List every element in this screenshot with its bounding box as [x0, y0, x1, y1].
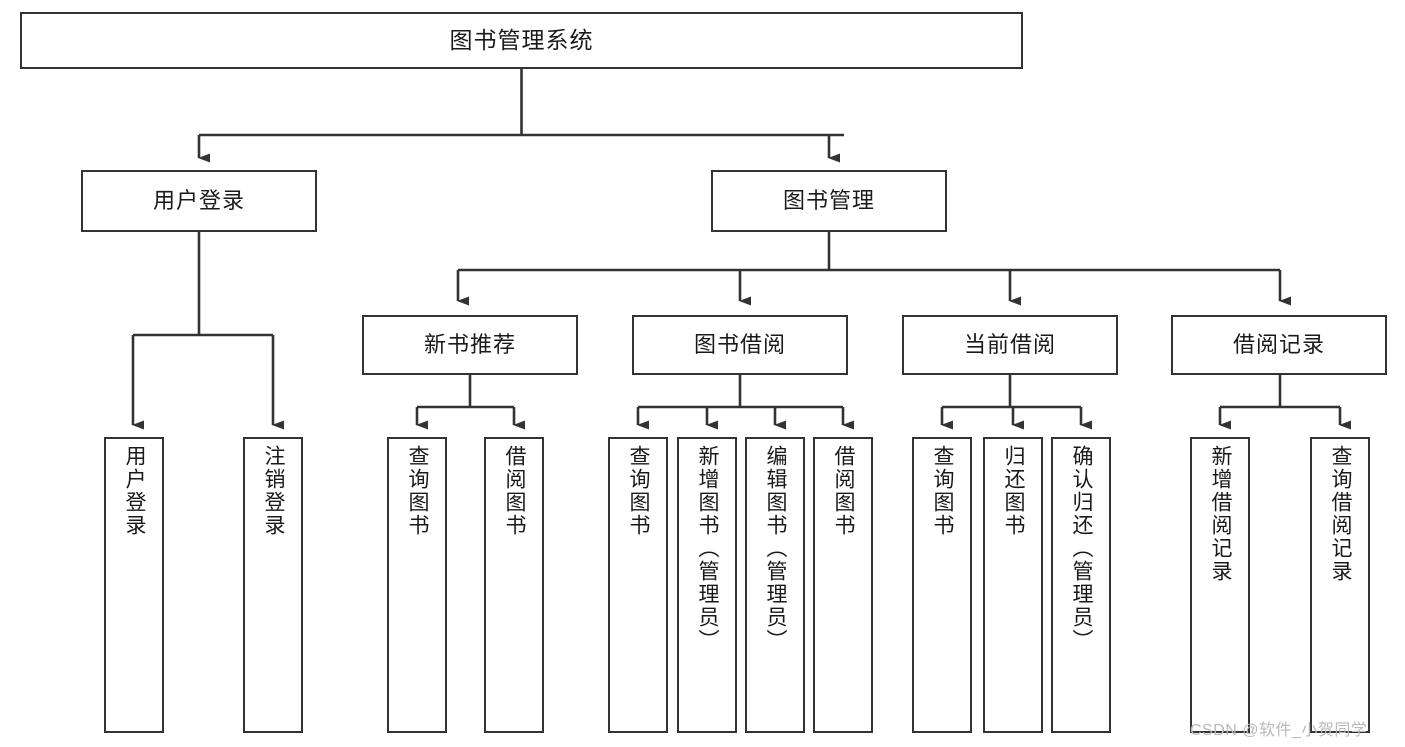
leaf-current-return-book[interactable]: 归还图书	[983, 437, 1043, 733]
leaf-recommend-query-book[interactable]: 查询图书	[387, 437, 447, 733]
leaf-record-query-borrow-record[interactable]: 查询借阅记录	[1310, 437, 1370, 733]
node-root-system[interactable]: 图书管理系统	[20, 12, 1023, 69]
node-borrow-record[interactable]: 借阅记录	[1171, 315, 1387, 375]
node-new-book-recommend[interactable]: 新书推荐	[362, 315, 578, 375]
leaf-current-query-book[interactable]: 查询图书	[912, 437, 972, 733]
leaf-record-add-borrow-record[interactable]: 新增借阅记录	[1190, 437, 1250, 733]
node-book-management[interactable]: 图书管理	[711, 170, 947, 232]
leaf-borrow-add-book-admin[interactable]: 新增图书（管理员）	[677, 437, 737, 733]
leaf-borrow-query-book[interactable]: 查询图书	[608, 437, 668, 733]
leaf-current-confirm-return-admin[interactable]: 确认归还（管理员）	[1051, 437, 1111, 733]
node-current-borrow[interactable]: 当前借阅	[902, 315, 1118, 375]
node-book-borrow[interactable]: 图书借阅	[632, 315, 848, 375]
leaf-borrow-edit-book-admin[interactable]: 编辑图书（管理员）	[745, 437, 805, 733]
leaf-user-logout[interactable]: 注销登录	[243, 437, 303, 733]
leaf-recommend-borrow-book[interactable]: 借阅图书	[484, 437, 544, 733]
leaf-user-login[interactable]: 用户登录	[104, 437, 164, 733]
leaf-borrow-borrow-book[interactable]: 借阅图书	[813, 437, 873, 733]
watermark: CSDN @软件_小贺同学	[1190, 722, 1368, 739]
node-user-login[interactable]: 用户登录	[81, 170, 317, 232]
